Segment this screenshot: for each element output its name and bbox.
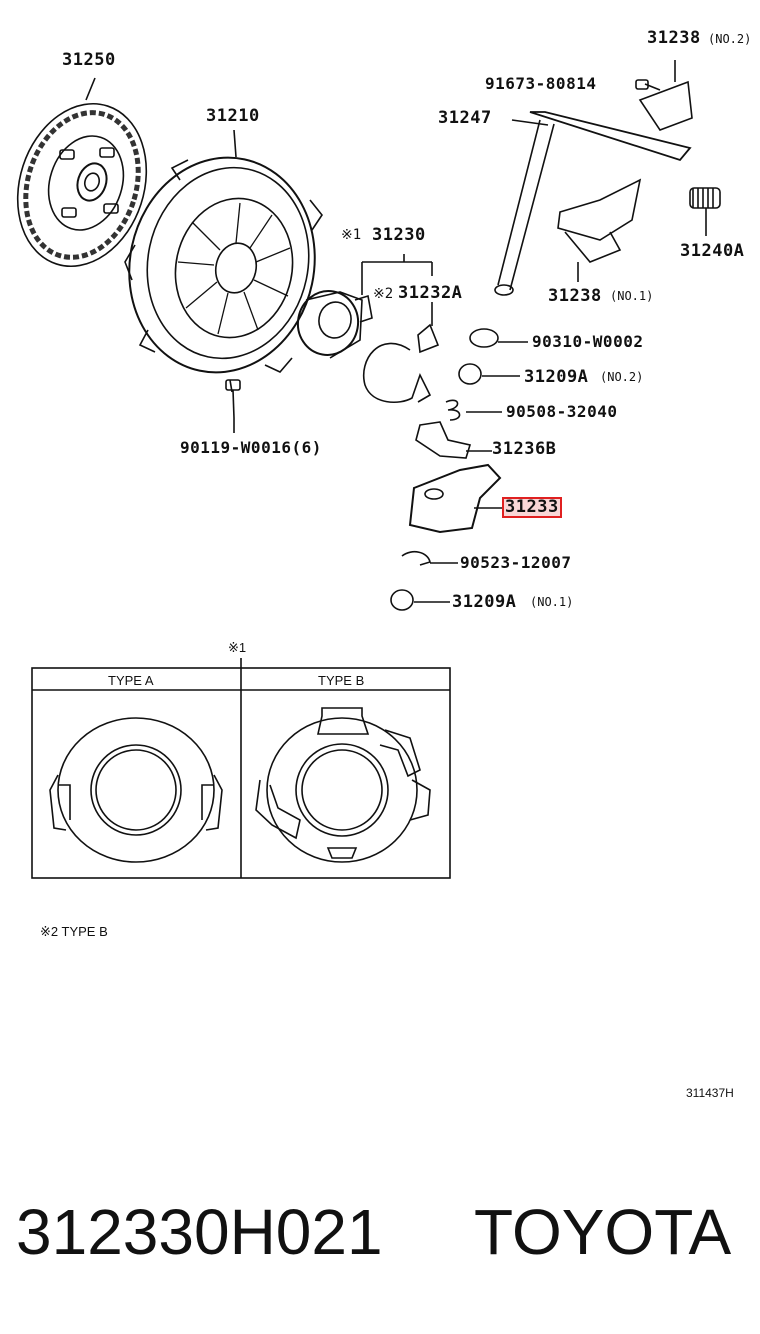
small-spring-drawing xyxy=(445,399,502,421)
boot-no2-drawing xyxy=(458,363,520,385)
release-fork-drawing xyxy=(408,463,502,534)
label-31210: 31210 xyxy=(206,106,260,126)
label-31233-highlighted[interactable]: 31233 xyxy=(502,497,562,518)
inset-box xyxy=(31,658,451,879)
label-90310: 90310-W0002 xyxy=(532,332,644,351)
label-31250: 31250 xyxy=(62,50,116,70)
clutch-cover-drawing xyxy=(124,129,323,393)
label-31230: 31230 xyxy=(372,225,426,245)
label-31209a-no2: 31209A xyxy=(524,367,589,387)
note-mark-1: ※1 xyxy=(341,227,362,243)
label-31238-no1: 31238 xyxy=(548,286,602,306)
label-31238-no2-sub: (NO.2) xyxy=(708,32,752,46)
fork-shaft-drawing xyxy=(494,60,693,296)
label-90119: 90119-W0016(6) xyxy=(180,438,322,457)
inset-mark: ※1 xyxy=(228,640,247,655)
label-31209a-no1-sub: (NO.1) xyxy=(530,595,574,609)
label-31236b: 31236B xyxy=(492,439,557,459)
label-31232a: 31232A xyxy=(398,283,463,303)
spring-drawing xyxy=(689,187,721,236)
label-91673: 91673-80814 xyxy=(485,74,597,93)
label-31240a: 31240A xyxy=(680,241,745,261)
label-90508: 90508-32040 xyxy=(506,402,618,421)
inset-type-b-label: TYPE B xyxy=(318,673,365,688)
label-31247: 31247 xyxy=(438,108,492,128)
boot-no1-drawing xyxy=(390,589,450,611)
label-31209a-no2-sub: (NO.2) xyxy=(600,370,644,384)
bolt-drawing xyxy=(225,379,241,433)
note-mark-2: ※2 xyxy=(373,286,394,302)
clutch-disc-drawing xyxy=(16,77,148,268)
diagram-code: 311437H xyxy=(686,1086,734,1100)
fork-support-drawing xyxy=(415,421,492,459)
hub-clip-drawing xyxy=(362,302,440,404)
label-31209a-no1: 31209A xyxy=(452,592,517,612)
bushing-drawing xyxy=(469,328,528,348)
release-bearing-drawing xyxy=(296,254,433,359)
caption-brand: TOYOTA xyxy=(474,1196,732,1268)
label-90523: 90523-12007 xyxy=(460,553,572,572)
inset-type-a-label: TYPE A xyxy=(108,673,154,688)
footnote: ※2 TYPE B xyxy=(40,924,108,939)
clip-drawing xyxy=(401,550,458,566)
label-31238-no1-sub: (NO.1) xyxy=(610,289,654,303)
caption-part-number: 312330H021 xyxy=(16,1196,383,1268)
label-31238-no2: 31238 xyxy=(647,28,701,48)
